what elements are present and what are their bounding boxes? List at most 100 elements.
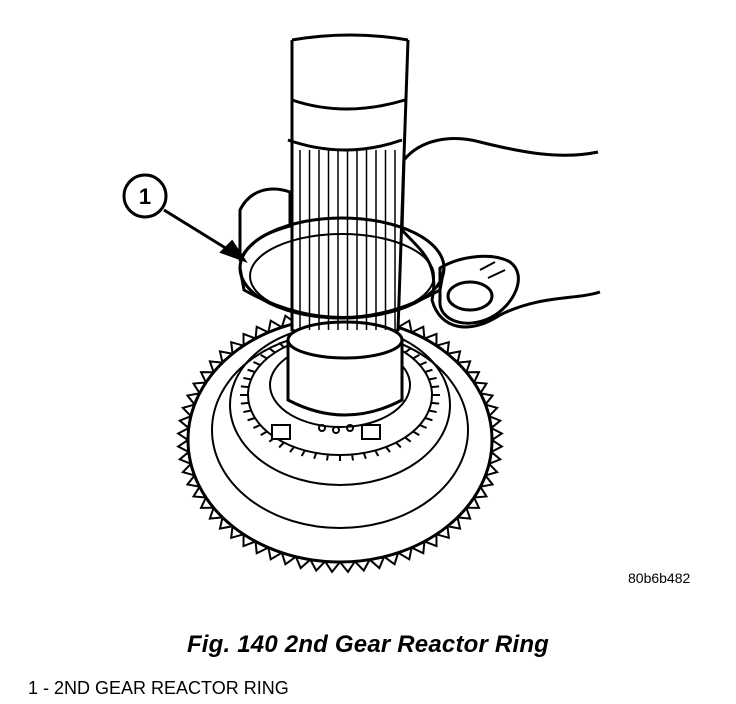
gear-tooth [485,463,500,477]
spline-tooth [431,401,440,405]
gear-tooth [473,486,489,499]
spline-tooth [278,441,285,449]
reactor-ring [238,216,446,320]
spline-tooth [313,452,318,460]
technical-illustration: 1 [122,33,601,574]
gear-tooth [191,381,207,394]
image-code: 80b6b482 [628,570,691,586]
gear-tooth [294,556,311,570]
spline-tooth [300,449,306,457]
spline-tooth [404,436,412,443]
gear-tooth [447,350,462,363]
spline-tooth [247,368,256,373]
spline-tooth [395,441,402,449]
gear-assembly [176,306,504,574]
spline-tooth [428,409,437,414]
gear-tooth [436,340,450,354]
gear-tooth [267,319,283,333]
gear-tooth [185,392,200,406]
spline-tooth [247,417,256,422]
spline-tooth [404,347,412,354]
gear-tooth [354,559,371,573]
gear-tooth [424,534,438,548]
gear-tooth [480,392,495,406]
spline-tooth [260,353,268,360]
output-shaft [286,33,410,417]
gear-tooth [177,415,192,429]
spline-tooth [412,430,420,437]
gear-tooth [473,381,489,394]
spline-tooth [374,449,380,457]
gear-tooth [457,360,472,373]
shaft-splines [299,150,396,330]
gear-tooth [191,486,207,499]
gear-tooth [267,547,283,561]
gear-tooth [208,360,223,373]
gear-tooth [397,547,413,561]
spline-tooth [362,452,367,460]
gear-tooth [218,350,233,363]
gear-tooth [466,371,481,383]
gear-tooth [490,427,504,441]
gear-tooth [488,415,503,429]
gear-tooth [218,517,233,530]
gear-tooth [185,474,200,488]
spline-tooth [428,376,437,381]
spline-tooth [325,454,329,461]
spline-tooth [268,347,276,354]
gear-tooth [208,507,223,520]
spline-tooth [424,368,433,373]
gear-tooth [457,507,472,520]
spline-tooth [419,424,427,429]
spline-tooth [424,417,433,422]
callout-bubble: 1 [122,173,168,219]
spline-tooth [243,409,252,414]
gear-tooth [485,403,500,417]
callout-pointer [163,208,248,263]
spline-tooth [278,341,285,349]
gear-tooth [424,332,438,346]
spline-tooth [253,361,261,366]
gear-tooth [397,319,413,333]
gear-tooth [254,541,269,555]
spline-tooth [253,424,261,429]
callout-number: 1 [139,184,151,209]
figure-caption: Fig. 140 2nd Gear Reactor Ring [186,631,550,658]
gear-tooth [447,517,462,530]
gear-tooth [176,439,190,453]
gear-tooth [230,526,244,540]
gear-tooth [488,451,503,465]
spline-tooth [240,401,249,405]
gear-tooth [324,560,341,574]
gear-tooth [177,451,192,465]
spline-tooth [412,353,420,360]
gear-tooth [176,427,190,441]
gear-tooth [309,559,326,573]
gear-tooth [466,497,481,509]
gear-tooth [242,534,256,548]
spline-tooth [240,385,249,389]
gear-tooth [369,556,386,570]
hand [238,137,601,329]
gear-tooth [490,439,504,453]
gear-tooth [339,560,356,574]
spline-tooth [260,430,268,437]
spline-tooth [351,454,355,461]
gear-tooth [254,325,269,339]
legend-item-1: 1 - 2ND GEAR REACTOR RING [28,678,289,698]
spline-tooth [289,446,295,453]
gear-tooth [180,403,195,417]
gear-tooth [242,332,256,346]
gear-tooth [199,497,214,509]
gear-tooth [411,541,426,555]
gear-tooth [180,463,195,477]
gear-tooth [280,552,297,566]
gear-tooth [230,340,244,354]
gear-tooth [411,325,426,339]
gear-tooth [383,552,400,566]
spline-tooth [431,385,440,389]
spline-tooth [419,361,427,366]
gear-tooth [436,526,450,540]
gear-tooth [480,474,495,488]
spline-tooth [243,376,252,381]
